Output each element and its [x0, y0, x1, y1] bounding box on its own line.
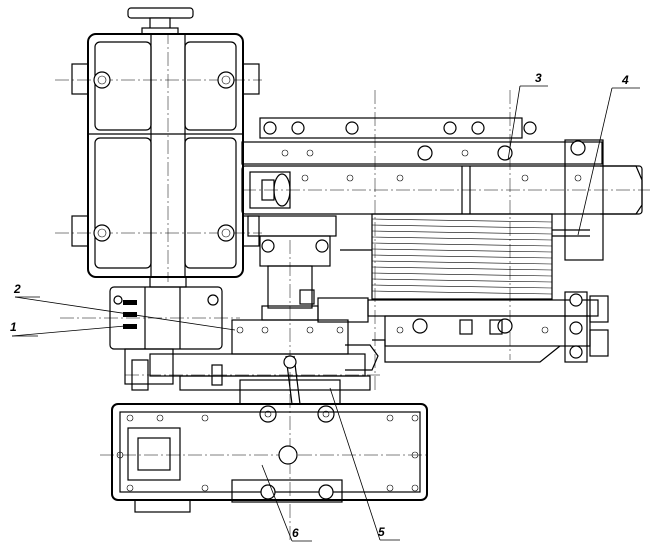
coupling-housing: [109, 286, 223, 391]
center-lines: [55, 8, 650, 540]
leader-lines: [11, 85, 640, 542]
central-flange: [231, 265, 369, 355]
lower-right-frame: [367, 291, 609, 363]
callout-4: 4: [621, 73, 629, 87]
rope-drum: [340, 213, 590, 300]
callout-1: 1: [10, 320, 17, 334]
handwheel-icon: [127, 7, 194, 35]
lower-mechanism: [149, 344, 379, 423]
bolt-icon: [93, 71, 235, 242]
callout-6: 6: [292, 526, 299, 540]
upper-frame: [241, 117, 643, 267]
upper-gearbox: [71, 33, 260, 288]
upper-frame-bolts: [261, 121, 586, 253]
callout-2: 2: [13, 282, 21, 296]
callout-5: 5: [378, 525, 385, 539]
callout-3: 3: [535, 71, 542, 85]
